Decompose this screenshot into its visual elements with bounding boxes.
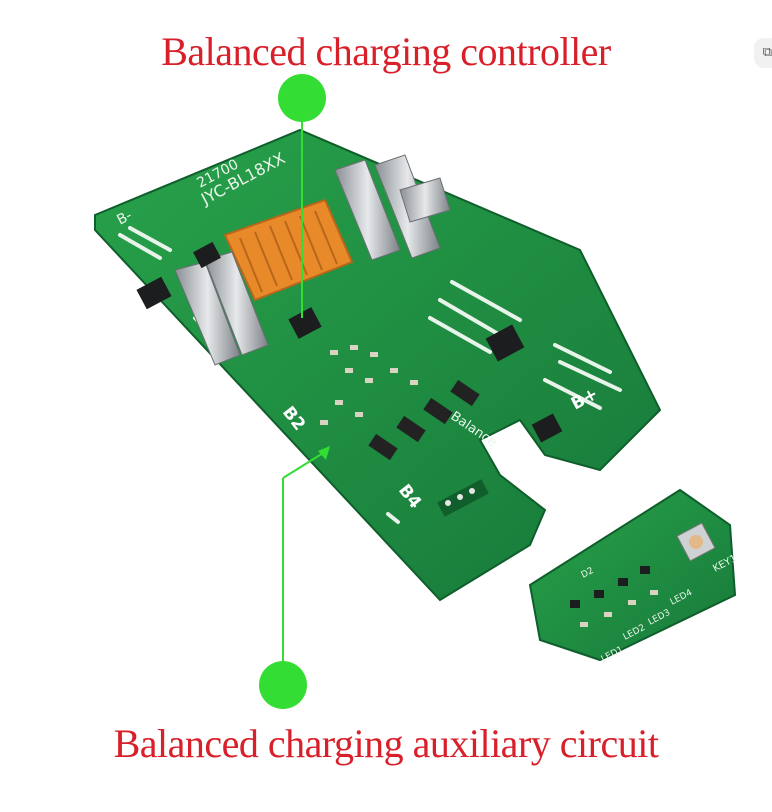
label-b-minus: B-	[114, 208, 134, 229]
arrow-head	[318, 446, 330, 460]
visual-search-icon[interactable]: ⧉	[754, 38, 772, 68]
pointer-dot-top	[278, 74, 326, 122]
battery-connector	[223, 198, 354, 302]
header-pads	[437, 479, 489, 517]
pointer-auxiliary	[259, 446, 330, 709]
main-pcb: JYC-BL18XX 21700 B- B2 B4 B+ Balance	[94, 128, 662, 602]
metal-terminals	[174, 154, 451, 366]
smd-parts	[320, 345, 418, 425]
balance-resistors	[368, 379, 480, 461]
led-pcb: KEY1 D2 LED1 LED2 LED3 LED4	[528, 488, 739, 665]
caption-auxiliary: Balanced charging auxiliary circuit	[113, 721, 659, 766]
caption-controller: Balanced charging controller	[161, 29, 611, 74]
components	[136, 241, 563, 443]
pointer-dot-bottom	[259, 661, 307, 709]
controller-ic	[288, 307, 322, 339]
pointer-controller	[278, 74, 326, 318]
